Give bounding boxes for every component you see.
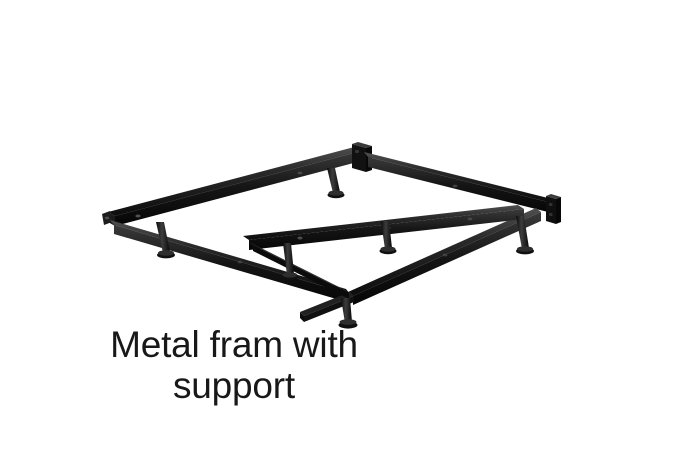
corner-bracket-right: [546, 194, 561, 224]
frame-legs: [156, 168, 534, 329]
cross-support-beam: [249, 242, 349, 299]
leg-top-center: [327, 168, 345, 199]
caption-line-2: support: [172, 365, 295, 407]
leg-bottom-center: [338, 298, 358, 329]
right-side-rail: [364, 152, 552, 213]
bottom-side-rail: [348, 208, 541, 305]
caption-line-1: Metal fram with: [110, 324, 358, 365]
caption: Metal fram with support: [0, 324, 468, 407]
rail-end-left: [102, 211, 112, 225]
leg-center-left: [281, 243, 299, 281]
frame-rails: [102, 142, 561, 322]
leg-center-mid: [379, 221, 397, 255]
top-side-rail: [108, 146, 365, 226]
leg-center-support: [410, 186, 419, 207]
rail-end-bottom: [300, 292, 354, 322]
leg-right: [516, 216, 534, 255]
inner-connector-upper: [411, 206, 520, 210]
leg-left: [156, 222, 175, 259]
